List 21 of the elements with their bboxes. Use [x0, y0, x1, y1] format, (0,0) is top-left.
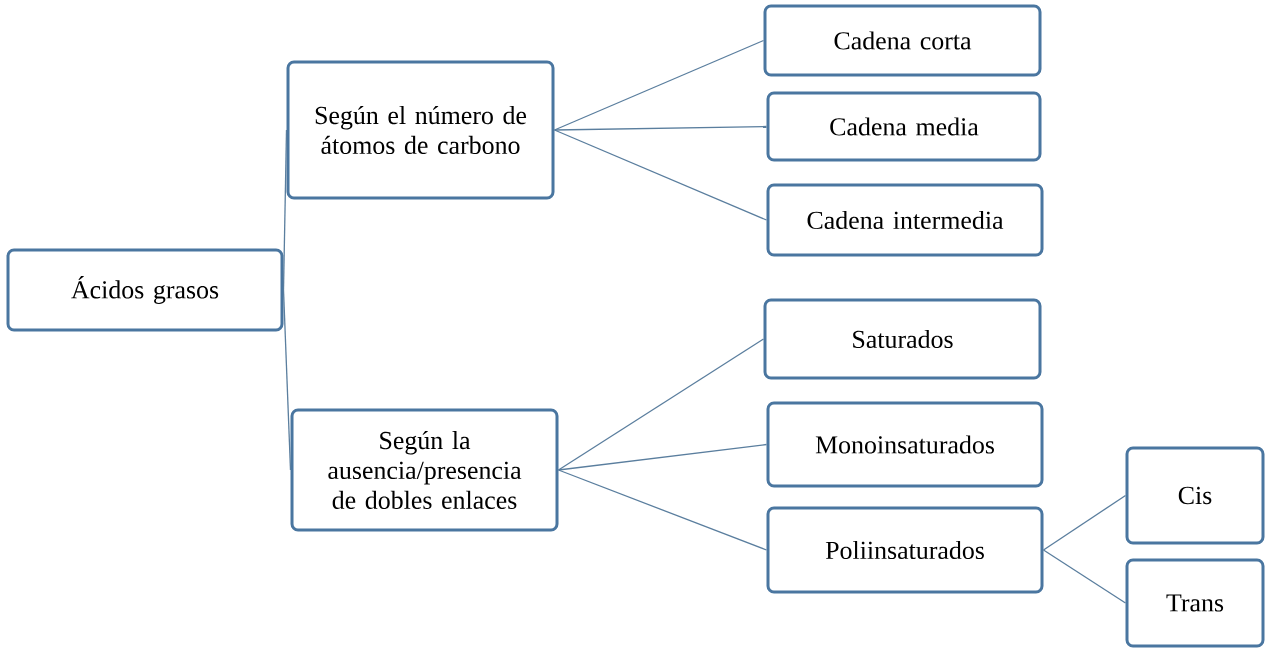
category-box: Cadena corta [763, 4, 1042, 77]
category-box: Trans [1125, 558, 1265, 648]
category-box: Poliinsaturados [766, 506, 1044, 594]
category-box: Ácidos grasos [6, 248, 284, 332]
connector-line [557, 338, 765, 471]
category-box: Según la ausencia/presencia de dobles enlaces [290, 408, 559, 532]
connector-line [557, 469, 768, 551]
connector-line [282, 289, 292, 471]
category-box: Saturados [763, 298, 1042, 380]
connector-line [557, 443, 768, 471]
category-box: Cadena media [766, 91, 1042, 162]
category-box: Cadena intermedia [766, 183, 1044, 257]
category-box: Monoinsaturados [766, 401, 1044, 488]
connector-line [1042, 549, 1127, 604]
category-box: Según el número de átomos de carbono [286, 60, 555, 200]
category-box: Cis [1125, 446, 1265, 545]
connector-line [282, 129, 288, 291]
connector-line [553, 129, 768, 221]
connector-line [1042, 494, 1127, 551]
connector-line [553, 125, 768, 131]
connector-line [553, 39, 765, 131]
